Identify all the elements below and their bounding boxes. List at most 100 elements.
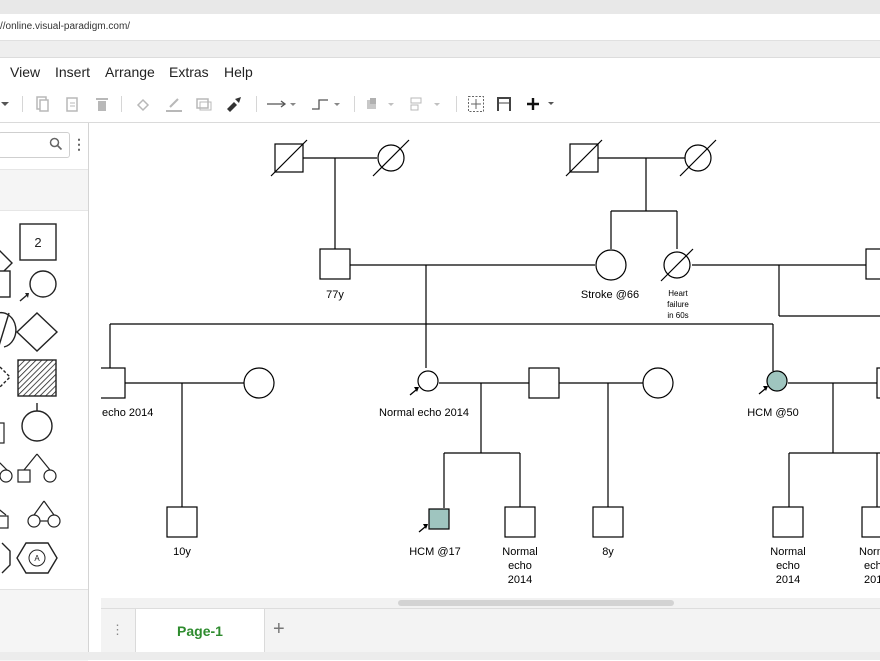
shape-sibling-group[interactable]: [47, 514, 61, 528]
toolbar-separator: [121, 96, 122, 112]
add-page-icon[interactable]: +: [273, 618, 285, 640]
male-8y[interactable]: [592, 506, 624, 538]
delete-icon[interactable]: [94, 94, 110, 114]
male-normal-echo-child[interactable]: [504, 506, 536, 538]
shape-circle-pregnancy[interactable]: [21, 410, 53, 442]
window-bottom-strip: [0, 652, 880, 660]
deceased-grandfather-paternal[interactable]: [270, 139, 308, 177]
label-normal-echo: Normal echo 2014: [379, 407, 469, 419]
deceased-grandmother-paternal[interactable]: [372, 139, 410, 177]
label-r2-2: ech: [864, 560, 880, 572]
label-heart-2: failure: [667, 300, 689, 309]
pedigree-lines: [109, 157, 880, 508]
label-r2-1: Norm: [859, 546, 880, 558]
toolbar-separator: [354, 96, 355, 112]
format-painter-icon[interactable]: [224, 94, 244, 114]
page-menu-icon[interactable]: ⋮: [111, 622, 124, 637]
dimension-icon[interactable]: [494, 94, 514, 114]
deceased-grandmother-maternal[interactable]: [679, 139, 717, 177]
address-bar[interactable]: //online.visual-paradigm.com/: [0, 14, 880, 41]
toolbar-separator: [22, 96, 23, 112]
panel-footer: [0, 589, 88, 661]
shape-library-panel: ⋮ 2: [0, 123, 89, 661]
male-right-spouse[interactable]: [876, 367, 880, 399]
label-child-normal-3: 2014: [508, 574, 532, 586]
diagram-canvas[interactable]: 77y Stroke @66 Heart failure in 60s " ec…: [101, 123, 880, 598]
shape-square-partial[interactable]: [0, 270, 11, 298]
menu-arrange[interactable]: Arrange: [105, 64, 155, 80]
shape-proband-circle[interactable]: [29, 270, 57, 298]
male-right-child-1[interactable]: [772, 506, 804, 538]
male-77y[interactable]: [319, 248, 351, 280]
label-77y: 77y: [326, 289, 344, 301]
copy-icon[interactable]: [34, 94, 50, 114]
shape-diamond[interactable]: [15, 312, 59, 352]
scrollbar-thumb[interactable]: [398, 600, 674, 606]
search-icon[interactable]: [49, 137, 63, 151]
male-right-child-2[interactable]: [861, 506, 880, 538]
more-options-icon[interactable]: ⋮: [72, 136, 86, 152]
shape-hatched-square[interactable]: [17, 359, 57, 397]
align-icon[interactable]: [408, 94, 444, 114]
proband-arrow-icon: [423, 524, 428, 529]
label-stroke: Stroke @66: [581, 289, 639, 301]
pedigree-diagram: 77y Stroke @66 Heart failure in 60s " ec…: [101, 139, 880, 586]
label-r2-3: 201: [864, 574, 880, 586]
fill-color-icon[interactable]: [134, 94, 152, 114]
toolbar-separator: [456, 96, 457, 112]
deceased-grandfather-maternal[interactable]: [565, 139, 603, 177]
label-r1-3: 2014: [776, 574, 800, 586]
male-left-echo[interactable]: [101, 367, 126, 399]
shape-category-header[interactable]: [0, 169, 88, 211]
shape-gallery[interactable]: 2 A: [0, 209, 88, 589]
shadow-icon[interactable]: [196, 94, 212, 114]
female-middle-spouse[interactable]: [642, 367, 674, 399]
male-10y[interactable]: [166, 506, 198, 538]
label-10y: 10y: [173, 546, 191, 558]
insert-add-icon[interactable]: [526, 94, 560, 114]
shape-numbered-square[interactable]: [19, 223, 57, 261]
label-r1-1: Normal: [770, 546, 805, 558]
toolbar: [0, 86, 880, 123]
label-left-echo: echo 2014: [102, 407, 153, 419]
female-stroke[interactable]: [595, 249, 627, 281]
browser-top-strip: [0, 0, 880, 14]
female-spouse-left[interactable]: [243, 367, 275, 399]
male-affected-hcm-17[interactable]: [428, 508, 450, 530]
browser-gap-strip: [0, 41, 880, 58]
shape-numbered-square-label: 2: [34, 235, 41, 250]
toolbar-separator: [256, 96, 257, 112]
label-8y: 8y: [602, 546, 614, 558]
shape-diamond-partial[interactable]: [0, 245, 13, 281]
fit-page-icon[interactable]: [466, 94, 486, 114]
male-middle[interactable]: [528, 367, 560, 399]
connection-style-icon[interactable]: [266, 94, 298, 114]
menu-extras[interactable]: Extras: [169, 64, 209, 80]
paste-icon[interactable]: [64, 94, 80, 114]
tab-page-1[interactable]: Page-1: [135, 609, 265, 653]
address-url: //online.visual-paradigm.com/: [0, 21, 131, 32]
to-front-icon[interactable]: [364, 94, 398, 114]
female-affected-hcm[interactable]: [766, 370, 788, 392]
dropdown-chevron-icon[interactable]: [0, 94, 10, 114]
label-heart-3: in 60s: [667, 311, 688, 320]
shape-search-input[interactable]: [0, 132, 70, 158]
menu-view[interactable]: View: [10, 64, 41, 80]
menu-help[interactable]: Help: [224, 64, 253, 80]
menu-insert[interactable]: Insert: [55, 64, 91, 80]
female-proband-normal-echo[interactable]: [417, 370, 439, 392]
proband-arrow-icon: [414, 387, 419, 392]
menu-bar: View Insert Arrange Extras Help: [0, 58, 880, 86]
shape-twins[interactable]: [43, 469, 57, 483]
shape-adopted-label: A: [34, 554, 40, 563]
label-hcm-50: HCM @50: [747, 407, 799, 419]
page-tab-bar: ⋮ Page-1 +: [101, 608, 880, 653]
label-heart-1: Heart: [668, 289, 688, 298]
waypoint-style-icon[interactable]: [310, 94, 342, 114]
label-child-normal-1: Normal: [502, 546, 537, 558]
male-right-edge[interactable]: [865, 248, 880, 280]
line-color-icon[interactable]: [164, 94, 184, 114]
horizontal-scrollbar[interactable]: [101, 598, 880, 608]
proband-arrow-icon: [763, 386, 768, 391]
deceased-female-heart-failure[interactable]: [660, 248, 694, 282]
